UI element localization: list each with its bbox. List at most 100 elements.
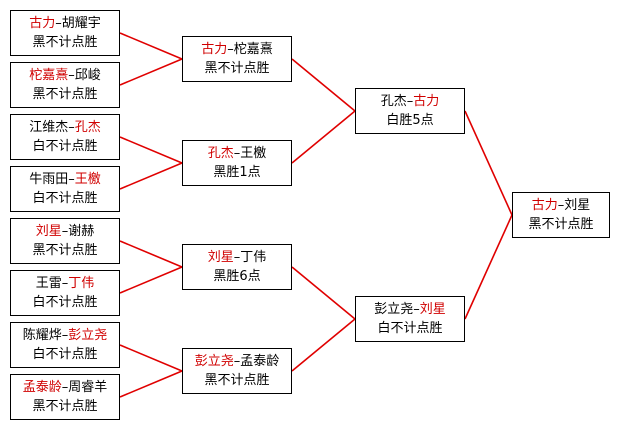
match-result: 黑不计点胜 <box>32 87 98 102</box>
match-result: 白胜5点 <box>386 113 434 128</box>
player-name: 古力 <box>413 94 440 109</box>
match-box-round2-2: 孔杰–王檄黑胜1点 <box>182 140 292 186</box>
match-result: 白不计点胜 <box>32 295 98 310</box>
player-name: 王雷 <box>35 276 62 291</box>
match-players: 彭立尧–刘星 <box>356 300 464 319</box>
match-players: 王雷–丁伟 <box>11 274 119 293</box>
match-box-round1-4: 牛雨田–王檄白不计点胜 <box>10 166 120 212</box>
match-result: 黑胜6点 <box>213 269 261 284</box>
player-name: 谢赫 <box>68 224 95 239</box>
match-players: 古力–柁嘉熹 <box>183 40 291 59</box>
match-box-round2-3: 刘星–丁伟黑胜6点 <box>182 244 292 290</box>
vs-dash: – <box>68 172 75 187</box>
player-name: 江维杰 <box>29 120 69 135</box>
vs-dash: – <box>413 302 420 317</box>
match-box-round3-2: 彭立尧–刘星白不计点胜 <box>355 296 465 342</box>
match-box-round1-5: 刘星–谢赫黑不计点胜 <box>10 218 120 264</box>
player-name: 王檄 <box>240 146 267 161</box>
match-result: 黑胜1点 <box>213 165 261 180</box>
match-result: 黑不计点胜 <box>528 217 594 232</box>
player-name: 孟泰龄 <box>22 380 62 395</box>
match-box-round1-3: 江维杰–孔杰白不计点胜 <box>10 114 120 160</box>
vs-dash: – <box>557 198 565 213</box>
connector-line <box>464 110 513 216</box>
player-name: 刘星 <box>419 302 446 317</box>
connector-line <box>291 110 356 164</box>
connector-line <box>119 344 183 372</box>
match-result: 黑不计点胜 <box>32 399 98 414</box>
match-result: 白不计点胜 <box>32 191 98 206</box>
connector-line <box>119 162 183 190</box>
vs-dash: – <box>61 276 69 291</box>
connector-line <box>291 266 356 320</box>
match-players: 柁嘉熹–邱峻 <box>11 66 119 85</box>
player-name: 彭立尧 <box>374 302 414 317</box>
match-box-round1-2: 柁嘉熹–邱峻黑不计点胜 <box>10 62 120 108</box>
vs-dash: – <box>233 250 241 265</box>
connector-line <box>291 58 356 112</box>
connector-line <box>119 240 183 268</box>
match-box-round1-7: 陈耀烨–彭立尧白不计点胜 <box>10 322 120 368</box>
player-name: 牛雨田 <box>29 172 69 187</box>
match-result: 白不计点胜 <box>32 347 98 362</box>
connector-line <box>119 58 183 86</box>
player-name: 柁嘉熹 <box>29 68 69 83</box>
vs-dash: – <box>61 380 69 395</box>
player-name: 古力 <box>29 16 56 31</box>
vs-dash: – <box>61 224 69 239</box>
connector-line <box>119 136 183 164</box>
match-result: 黑不计点胜 <box>32 243 98 258</box>
connector-line <box>119 266 183 294</box>
match-box-round3-1: 孔杰–古力白胜5点 <box>355 88 465 134</box>
match-players: 孟泰龄–周睿羊 <box>11 378 119 397</box>
vs-dash: – <box>55 16 62 31</box>
match-box-final-1: 古力–刘星黑不计点胜 <box>512 192 610 238</box>
match-players: 孔杰–古力 <box>356 92 464 111</box>
player-name: 丁伟 <box>240 250 267 265</box>
player-name: 孟泰龄 <box>240 354 280 369</box>
connector-line <box>464 214 513 320</box>
player-name: 彭立尧 <box>68 328 108 343</box>
player-name: 刘星 <box>35 224 62 239</box>
player-name: 彭立尧 <box>194 354 234 369</box>
match-result: 黑不计点胜 <box>204 61 270 76</box>
match-players: 刘星–丁伟 <box>183 248 291 267</box>
match-players: 江维杰–孔杰 <box>11 118 119 137</box>
match-result: 黑不计点胜 <box>204 373 270 388</box>
player-name: 古力 <box>201 42 228 57</box>
player-name: 孔杰 <box>207 146 234 161</box>
vs-dash: – <box>406 94 414 109</box>
match-box-round2-4: 彭立尧–孟泰龄黑不计点胜 <box>182 348 292 394</box>
player-name: 刘星 <box>564 198 591 213</box>
vs-dash: – <box>61 328 69 343</box>
match-result: 黑不计点胜 <box>32 35 98 50</box>
match-result: 白不计点胜 <box>32 139 98 154</box>
vs-dash: – <box>233 354 241 369</box>
vs-dash: – <box>233 146 241 161</box>
player-name: 柁嘉熹 <box>233 42 273 57</box>
player-name: 孔杰 <box>74 120 101 135</box>
vs-dash: – <box>227 42 234 57</box>
player-name: 胡耀宇 <box>61 16 101 31</box>
player-name: 王檄 <box>74 172 101 187</box>
match-players: 古力–刘星 <box>513 196 609 215</box>
connector-line <box>119 32 183 60</box>
match-players: 陈耀烨–彭立尧 <box>11 326 119 345</box>
match-box-round2-1: 古力–柁嘉熹黑不计点胜 <box>182 36 292 82</box>
match-players: 古力–胡耀宇 <box>11 14 119 33</box>
player-name: 陈耀烨 <box>22 328 62 343</box>
match-result: 白不计点胜 <box>377 321 443 336</box>
connector-line <box>119 370 183 398</box>
player-name: 刘星 <box>207 250 234 265</box>
vs-dash: – <box>68 120 75 135</box>
match-box-round1-8: 孟泰龄–周睿羊黑不计点胜 <box>10 374 120 420</box>
match-players: 孔杰–王檄 <box>183 144 291 163</box>
match-players: 牛雨田–王檄 <box>11 170 119 189</box>
match-players: 彭立尧–孟泰龄 <box>183 352 291 371</box>
vs-dash: – <box>68 68 75 83</box>
player-name: 丁伟 <box>68 276 95 291</box>
player-name: 邱峻 <box>74 68 101 83</box>
player-name: 古力 <box>531 198 558 213</box>
